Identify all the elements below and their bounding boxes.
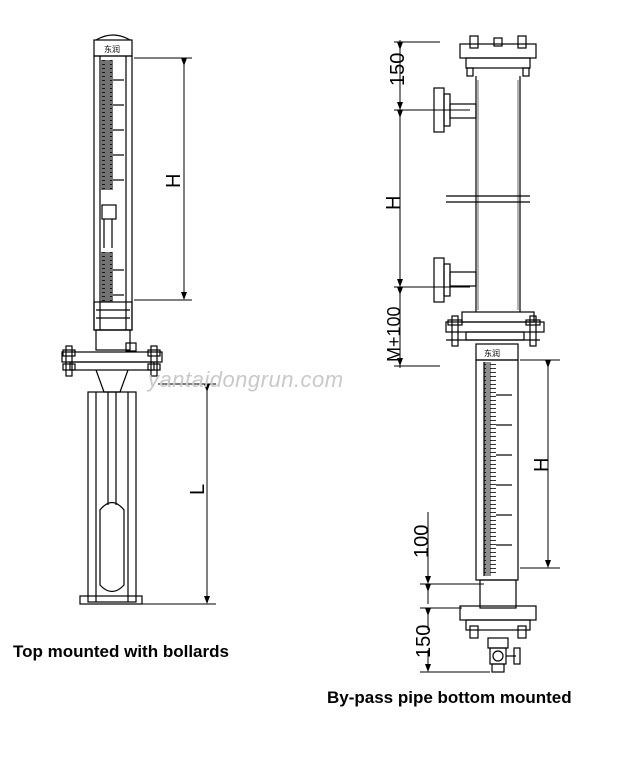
caption-top-mounted: Top mounted with bollards (13, 642, 229, 661)
right-lower-h-label: H (531, 458, 553, 472)
right-indicator-body (475, 359, 519, 581)
right-bypass-pipe: 东润 (433, 35, 545, 673)
right-top-150-label: 150 (387, 53, 409, 86)
left-float-marker (101, 204, 117, 220)
right-bottom-150-label: 150 (413, 625, 435, 658)
left-gauge: 东润 (61, 34, 163, 605)
right-scale (484, 362, 496, 576)
left-flange (61, 351, 163, 363)
left-chamber (87, 391, 137, 603)
right-mid-flange (461, 311, 535, 323)
left-l-label: L (187, 484, 209, 495)
left-dimension-l (142, 383, 216, 605)
right-dimension-lines (394, 40, 560, 673)
watermark: yantaidongrun.com (148, 367, 344, 392)
left-float (99, 501, 125, 593)
right-100-label: 100 (411, 525, 433, 558)
left-cap-label: 东润 (104, 44, 120, 54)
right-m100-label: M+100 (384, 306, 404, 362)
left-h-label: H (163, 174, 185, 188)
left-flange-bolts (62, 345, 161, 377)
right-main-tube (475, 76, 521, 312)
right-upper-h-label: H (383, 196, 405, 210)
left-dimension-h (134, 57, 192, 301)
caption-bypass-bottom: By-pass pipe bottom mounted (327, 688, 572, 707)
lower-side-connection (433, 257, 477, 303)
drain-valve-icon (487, 637, 521, 673)
right-cap-label: 东润 (484, 348, 500, 358)
